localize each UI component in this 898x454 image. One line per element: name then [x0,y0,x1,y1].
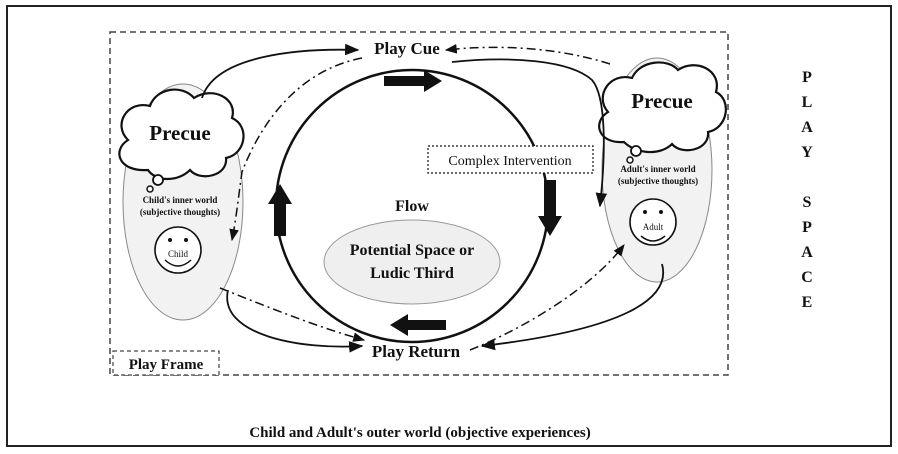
adult-face [629,198,677,246]
play-space-letter: L [802,94,813,111]
dashdot-child-to-playreturn [219,287,366,342]
play-space-letter: A [801,119,813,136]
dashdot-playreturn-to-adult [469,244,625,351]
child-precue-cloud [118,88,245,193]
outer-world-caption: Child and Adult's outer world (objective… [249,425,590,441]
outer-border [6,5,892,447]
play-space-letter: E [802,294,813,311]
arrow-playcue-to-adult [451,58,608,208]
complex-intervention-box [427,145,594,174]
arrow-child-to-playcue [201,43,360,99]
child-face [154,226,202,274]
adult-precue-cloud [598,61,727,164]
play-cue-label: Play Cue [374,39,440,58]
dashdot-playcue-to-child [229,57,363,242]
adult-precue-label: Precue [631,89,692,113]
block-arrow-right [538,180,562,236]
play-space-letter: A [801,244,813,261]
play-space-letter: Y [801,144,813,161]
arrow-child-to-playreturn [226,289,364,353]
arrow-adult-to-playreturn [480,263,665,351]
block-arrow-left [268,184,292,236]
play-frame-label-box [112,350,220,376]
ludic-third-label: Ludic Third [370,265,454,282]
play-space-letter: C [801,269,813,286]
child-face-label: Child [168,249,189,259]
block-arrow-bottom [390,314,446,336]
adult-face-label: Adult [643,222,664,232]
flow-label: Flow [395,198,429,215]
adult-subjective-label: (subjective thoughts) [618,176,698,186]
play-space-letter: P [802,69,812,86]
play-space-letter: S [803,194,812,211]
block-arrow-top [384,70,442,92]
child-precue-label: Precue [149,121,210,145]
play-frame-box [109,31,729,376]
play-space-label: P L A Y S P A C E [801,69,813,311]
child-subjective-label: (subjective thoughts) [140,207,220,217]
child-inner-world-label: Child's inner world [143,195,218,205]
complex-intervention-label: Complex Intervention [448,154,571,169]
play-space-letter: P [802,219,812,236]
play-return-label: Play Return [372,342,461,361]
play-frame-label: Play Frame [129,357,204,373]
dashdot-adult-to-playcue [444,44,611,65]
potential-space-ellipse [323,219,501,305]
potential-space-label: Potential Space or [350,242,474,259]
adult-inner-world-label: Adult's inner world [620,164,695,174]
